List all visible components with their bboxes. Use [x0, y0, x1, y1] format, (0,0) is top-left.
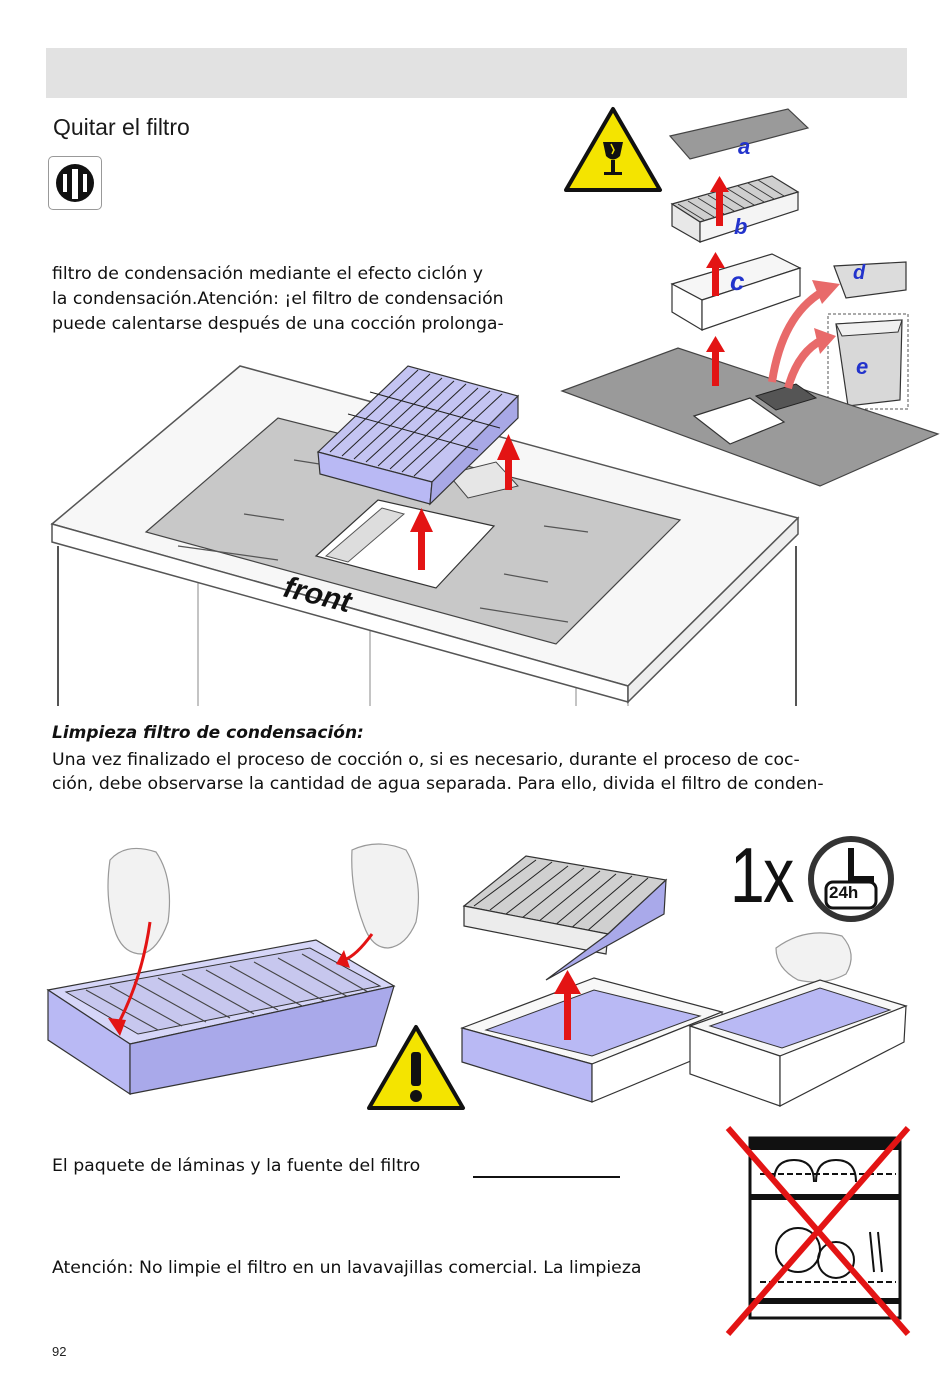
- intro-line: filtro de condensación mediante el efect…: [52, 264, 483, 284]
- intro-paragraph: filtro de condensación mediante el efect…: [52, 262, 567, 337]
- attention-text: Atención: No limpie el filtro en un lava…: [52, 1258, 642, 1278]
- exclamation-warning-icon: [367, 1025, 465, 1110]
- text-underline: [473, 1176, 620, 1178]
- cleaning-paragraph: Una vez finalizado el proceso de cocción…: [52, 748, 896, 796]
- filter-exploded-diagram: [560, 108, 940, 487]
- intro-line: la condensación.Atención: ¡el filtro de …: [52, 289, 504, 309]
- frequency-count: 1x: [730, 831, 794, 919]
- part-label-e: e: [856, 354, 869, 379]
- header-bar: [46, 48, 907, 98]
- part-label-d: d: [853, 262, 866, 284]
- clock-24h-icon: [808, 836, 894, 922]
- cleaning-heading: Limpieza filtro de condensación:: [52, 723, 364, 743]
- frequency-period: 24h: [829, 883, 859, 902]
- filter-cleaning-diagram: [46, 843, 908, 1107]
- cooktop-filter-removal-diagram: front: [50, 365, 800, 706]
- page-title: Quitar el filtro: [53, 114, 190, 140]
- cleaning-line: Una vez finalizado el proceso de cocción…: [52, 750, 800, 770]
- page-number: 92: [52, 1344, 67, 1359]
- fragile-glass-warning-icon: [564, 107, 662, 192]
- part-label-b: b: [734, 214, 748, 239]
- part-label-a: a: [738, 134, 751, 159]
- lamella-package-text: El paquete de láminas y la fuente del fi…: [52, 1156, 421, 1176]
- intro-line: puede calentarse después de una cocción …: [52, 314, 504, 334]
- no-dishwasher-icon: [725, 1126, 911, 1336]
- info-manual-icon: [48, 156, 102, 210]
- part-label-c: c: [730, 266, 745, 296]
- cleaning-line: ción, debe observarse la cantidad de agu…: [52, 774, 824, 794]
